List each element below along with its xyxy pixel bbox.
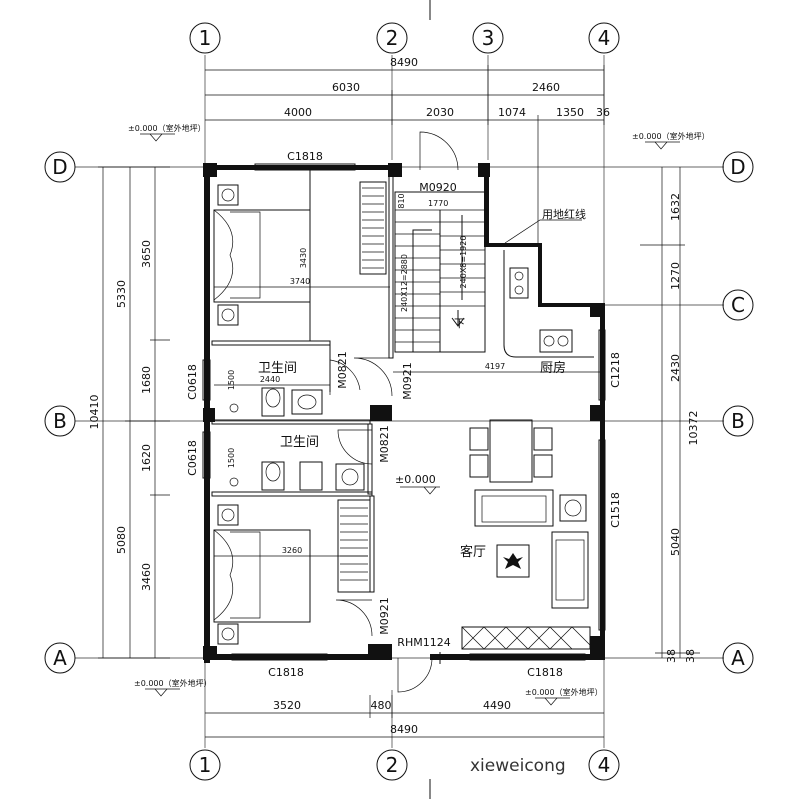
dim-left-1680: 1680 <box>140 366 153 394</box>
dim-top-1074: 1074 <box>498 106 526 119</box>
level-floor: ±0.000 <box>395 473 436 486</box>
label-m0821-a: M0821 <box>336 351 349 389</box>
dim-1920: 240X8=1920 <box>459 236 468 289</box>
dim-right-38b: 38 <box>684 649 697 663</box>
dim-3260: 3260 <box>282 546 302 555</box>
axis-b-right: B <box>731 409 745 433</box>
label-m0921-b: M0921 <box>378 597 391 635</box>
dim-right-2430: 2430 <box>669 354 682 382</box>
axis-d-right: D <box>730 155 745 179</box>
label-bathroom-2: 卫生间 <box>280 435 319 450</box>
dim-right-1270: 1270 <box>669 262 682 290</box>
dim-top-2460: 2460 <box>532 81 560 94</box>
dim-2440: 2440 <box>260 375 280 384</box>
axis-bubbles: 1 2 3 4 1 2 4 D B A D C B A <box>44 22 754 781</box>
level-marks: ±0.000（室外地坪） ±0.000（室外地坪） ±0.000（室外地坪） ±… <box>128 123 710 706</box>
label-c1518: C1518 <box>609 492 622 528</box>
left-dimensions: 10410 5330 5080 3650 1680 1620 3460 <box>88 166 170 659</box>
label-m0920: M0920 <box>419 181 457 194</box>
stairs-down-label: 下 <box>454 317 465 330</box>
axis-1-top: 1 <box>199 26 212 50</box>
dim-left-10410: 10410 <box>88 395 101 430</box>
dim-right-5040: 5040 <box>669 528 682 556</box>
label-c1218: C1218 <box>609 352 622 388</box>
stairs: 下 1770 810 240X8=1920 240X12=2880 <box>394 191 486 353</box>
dim-810: 810 <box>397 193 406 208</box>
level-bottom-right: ±0.000（室外地坪） <box>525 687 603 697</box>
axis-4-top: 4 <box>598 26 611 50</box>
dim-top-2030: 2030 <box>426 106 454 119</box>
level-bottom-left: ±0.000（室外地坪） <box>134 678 212 688</box>
label-red-line: 用地红线 <box>542 207 586 221</box>
dim-right-10372: 10372 <box>687 411 700 446</box>
dim-left-1620: 1620 <box>140 444 153 472</box>
furniture <box>213 181 594 650</box>
interior-dimensions: 3740 3430 2440 3260 4197 1500 1500 <box>214 210 600 557</box>
label-kitchen: 厨房 <box>540 360 566 376</box>
dim-2880: 240X12=2880 <box>400 254 409 312</box>
axis-c-right: C <box>731 293 745 317</box>
dim-right-38a: 38 <box>665 649 678 663</box>
label-c1818-bottom-right: C1818 <box>527 666 563 679</box>
dim-left-5080: 5080 <box>115 526 128 554</box>
label-bathroom-1: 卫生间 <box>258 361 297 376</box>
axis-a-left: A <box>53 646 67 670</box>
dim-left-5330: 5330 <box>115 280 128 308</box>
axis-a-right: A <box>731 646 745 670</box>
label-c0618-b: C0618 <box>186 440 199 476</box>
dim-left-3460: 3460 <box>140 563 153 591</box>
dim-left-3650: 3650 <box>140 240 153 268</box>
dim-bot-total: 8490 <box>390 723 418 736</box>
right-dimensions: 1632 1270 2430 5040 10372 38 38 <box>640 167 700 663</box>
dim-1500b: 1500 <box>227 448 236 468</box>
room-labels: 用地红线 卫生间 卫生间 厨房 客厅 <box>258 207 586 560</box>
label-m0921-a: M0921 <box>401 362 414 400</box>
dim-bot-480: 480 <box>371 699 392 712</box>
label-living-room: 客厅 <box>460 544 486 560</box>
label-c1818-top: C1818 <box>287 150 323 163</box>
axis-4-bottom: 4 <box>598 753 611 777</box>
dim-3740: 3740 <box>290 277 310 286</box>
dim-1770: 1770 <box>428 199 448 208</box>
axis-2-top: 2 <box>386 26 399 50</box>
windows <box>202 163 606 661</box>
axis-3-top: 3 <box>482 26 495 50</box>
label-rhm1124: RHM1124 <box>397 636 450 649</box>
bottom-dimensions: 3520 480 4490 8490 <box>205 695 604 738</box>
opening-labels: C1818 C1818 C1818 M0920 M0821 M0821 M092… <box>186 150 622 679</box>
dim-top-6030: 6030 <box>332 81 360 94</box>
label-m0821-b: M0821 <box>378 425 391 463</box>
dim-top-36: 36 <box>596 106 610 119</box>
top-dimensions: 8490 6030 2460 4000 2030 1074 1350 36 <box>205 56 610 245</box>
dim-top-1350: 1350 <box>556 106 584 119</box>
label-c1818-bottom-left: C1818 <box>268 666 304 679</box>
axis-d-left: D <box>52 155 67 179</box>
walls <box>203 163 605 663</box>
dim-1500a: 1500 <box>227 370 236 390</box>
dim-4197: 4197 <box>485 362 505 371</box>
dim-3430: 3430 <box>299 248 308 268</box>
dim-right-1632: 1632 <box>669 193 682 221</box>
level-top-right: ±0.000（室外地坪） <box>632 131 710 141</box>
axis-2-bottom: 2 <box>386 753 399 777</box>
axis-1-bottom: 1 <box>199 753 212 777</box>
dim-bot-3520: 3520 <box>273 699 301 712</box>
dim-bot-4490: 4490 <box>483 699 511 712</box>
dim-top-4000: 4000 <box>284 106 312 119</box>
level-top-left: ±0.000（室外地坪） <box>128 123 206 133</box>
watermark-text: xieweicong <box>470 756 566 776</box>
doors <box>329 131 459 693</box>
axis-b-left: B <box>53 409 67 433</box>
dim-top-total: 8490 <box>390 56 418 69</box>
label-c0618-a: C0618 <box>186 364 199 400</box>
